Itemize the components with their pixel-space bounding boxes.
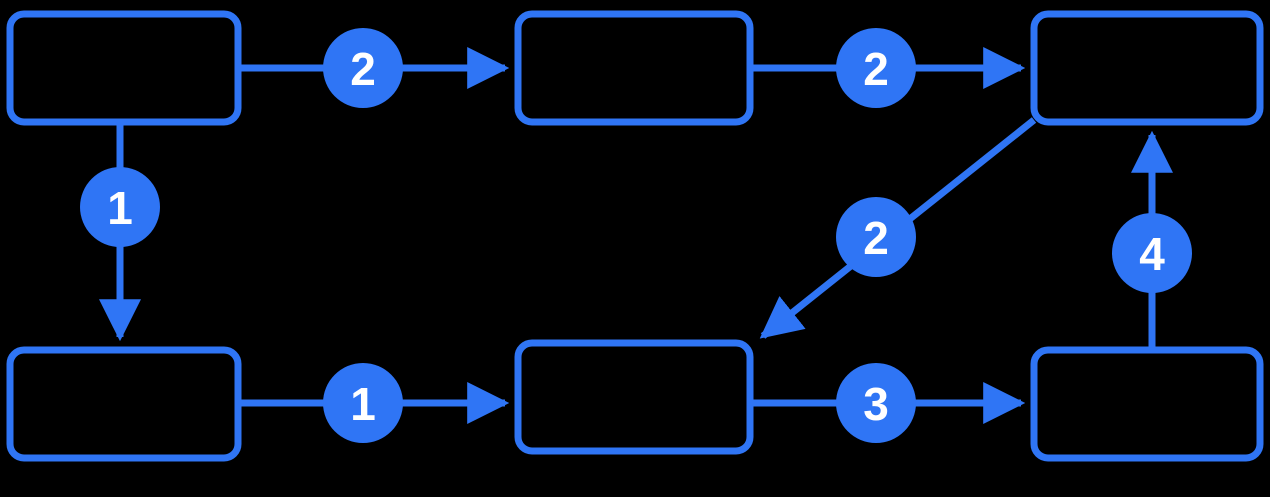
edge-label: 2: [350, 43, 376, 95]
edge-n2-n3: 2: [750, 28, 1026, 108]
node-n3[interactable]: [1030, 10, 1264, 126]
node-box[interactable]: [514, 339, 754, 455]
node-n4[interactable]: [6, 346, 242, 462]
edge-label: 1: [350, 378, 376, 430]
node-n5[interactable]: [514, 339, 754, 455]
edge-label: 2: [863, 212, 889, 264]
edge-label: 4: [1139, 228, 1165, 280]
node-box[interactable]: [6, 346, 242, 462]
node-box[interactable]: [1030, 346, 1264, 462]
node-box[interactable]: [6, 10, 242, 126]
edge-n1-n4: 1: [80, 122, 160, 342]
edge-label-badge: [836, 28, 916, 108]
edge-label-badge: [836, 197, 916, 277]
node-n2[interactable]: [514, 10, 754, 126]
edge-label-badge: [323, 363, 403, 443]
edge-label: 1: [107, 182, 133, 234]
edge-n6-n3: 4: [1112, 130, 1192, 350]
node-box[interactable]: [514, 10, 754, 126]
edge-label-badge: [323, 28, 403, 108]
edge-n1-n2: 2: [238, 28, 510, 108]
edge-label-badge: [836, 363, 916, 443]
edge-label-badge: [1112, 213, 1192, 293]
edge-label: 3: [863, 378, 889, 430]
edge-n4-n5: 1: [238, 363, 510, 443]
node-box[interactable]: [1030, 10, 1264, 126]
edge-label: 2: [863, 43, 889, 95]
node-n1[interactable]: [6, 10, 242, 126]
edge-label-badge: [80, 167, 160, 247]
edge-n3-n5: 2: [759, 117, 1037, 339]
edge-n5-n6: 3: [750, 363, 1026, 443]
node-n6[interactable]: [1030, 346, 1264, 462]
